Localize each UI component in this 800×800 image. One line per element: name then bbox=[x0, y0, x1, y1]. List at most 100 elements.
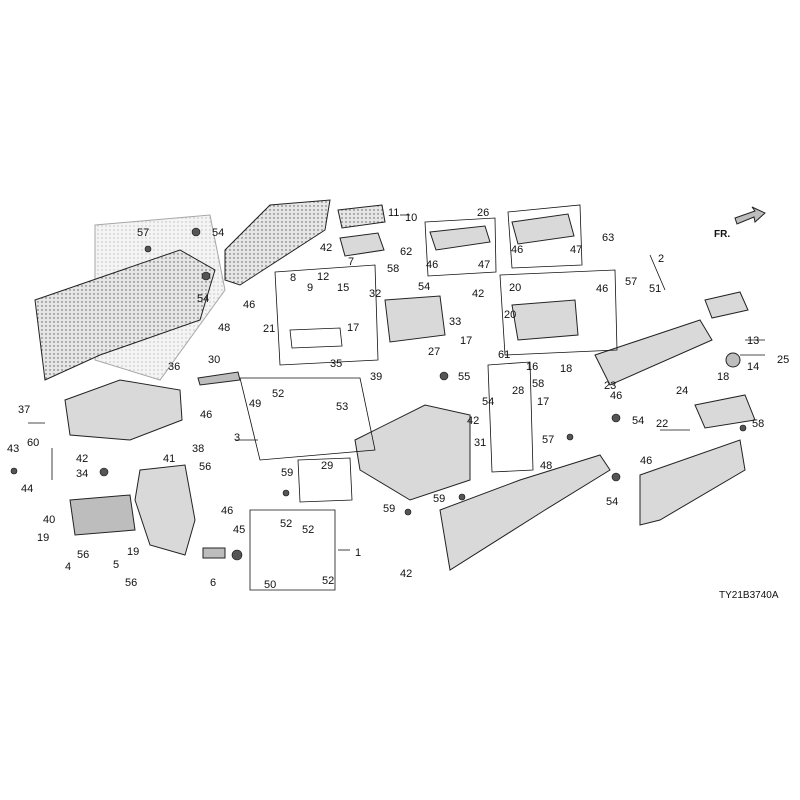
callout-number: 54 bbox=[212, 227, 224, 239]
callout-number: 27 bbox=[428, 346, 440, 358]
callout-number: 24 bbox=[676, 385, 688, 397]
right-panel-part bbox=[639, 439, 746, 526]
callout-number: 42 bbox=[467, 415, 479, 427]
pocket-part bbox=[429, 225, 491, 251]
callout-number: 2 bbox=[658, 253, 664, 265]
vent-part bbox=[69, 494, 136, 536]
switch-part bbox=[202, 547, 226, 559]
callout-number: 48 bbox=[540, 460, 552, 472]
callout-number: 45 bbox=[233, 524, 245, 536]
sheet-part bbox=[289, 327, 343, 349]
clip-icon bbox=[282, 489, 290, 497]
leader bbox=[649, 254, 666, 291]
console-body-part bbox=[354, 404, 471, 501]
callout-number: 46 bbox=[640, 455, 652, 467]
callout-number: 26 bbox=[477, 207, 489, 219]
direction-arrow-icon bbox=[734, 206, 766, 225]
pad-part bbox=[704, 291, 749, 319]
callout-number: 55 bbox=[458, 371, 470, 383]
upper-left-panel bbox=[224, 199, 331, 286]
frame-part bbox=[134, 464, 196, 556]
callout-number: 13 bbox=[747, 335, 759, 347]
callout-number: 31 bbox=[474, 437, 486, 449]
callout-number: 3 bbox=[234, 432, 240, 444]
callout-number: 17 bbox=[460, 335, 472, 347]
clip-icon bbox=[231, 549, 243, 561]
callout-number: 6 bbox=[210, 577, 216, 589]
callout-number: 10 bbox=[405, 212, 417, 224]
callout-number: 20 bbox=[504, 309, 516, 321]
callout-number: 42 bbox=[76, 453, 88, 465]
callout-number: 59 bbox=[281, 467, 293, 479]
callout-number: 52 bbox=[272, 388, 284, 400]
holder-part bbox=[384, 295, 446, 343]
lower-tray-part bbox=[694, 394, 756, 429]
callout-number: 46 bbox=[243, 299, 255, 311]
bracket-39 bbox=[274, 264, 379, 366]
callout-number: 35 bbox=[330, 358, 342, 370]
clip-icon bbox=[739, 424, 747, 432]
box-20-part bbox=[511, 299, 579, 341]
clip-icon bbox=[99, 467, 109, 477]
callout-number: 30 bbox=[208, 354, 220, 366]
tray-part bbox=[339, 232, 385, 257]
callout-number: 49 bbox=[249, 398, 261, 410]
cup-part bbox=[725, 352, 741, 368]
bracket-3 bbox=[239, 377, 376, 461]
callout-number: 18 bbox=[717, 371, 729, 383]
callout-number: 47 bbox=[570, 244, 582, 256]
callout-number: 57 bbox=[542, 434, 554, 446]
callout-number: 25 bbox=[777, 354, 789, 366]
callout-number: 38 bbox=[192, 443, 204, 455]
callout-number: 54 bbox=[482, 396, 494, 408]
callout-number: 61 bbox=[498, 349, 510, 361]
clip-icon bbox=[10, 467, 18, 475]
callout-number: 44 bbox=[21, 483, 33, 495]
callout-number: 19 bbox=[127, 546, 139, 558]
callout-number: 12 bbox=[317, 271, 329, 283]
callout-number: 8 bbox=[290, 272, 296, 284]
callout-number: 29 bbox=[321, 460, 333, 472]
clip-icon bbox=[566, 433, 574, 441]
callout-number: 21 bbox=[263, 323, 275, 335]
callout-number: 42 bbox=[472, 288, 484, 300]
clip-icon bbox=[611, 413, 621, 423]
callout-number: 20 bbox=[509, 282, 521, 294]
callout-number: 43 bbox=[7, 443, 19, 455]
callout-number: 9 bbox=[307, 282, 313, 294]
callout-number: 46 bbox=[200, 409, 212, 421]
callout-number: 56 bbox=[77, 549, 89, 561]
callout-number: 63 bbox=[602, 232, 614, 244]
side-panel-part bbox=[439, 454, 611, 571]
upper-trim-part bbox=[594, 319, 713, 386]
callout-number: 48 bbox=[218, 322, 230, 334]
callout-number: 52 bbox=[280, 518, 292, 530]
callout-number: 59 bbox=[383, 503, 395, 515]
callout-number: 52 bbox=[322, 575, 334, 587]
callout-number: 16 bbox=[526, 361, 538, 373]
callout-number: 42 bbox=[320, 242, 332, 254]
callout-number: 47 bbox=[478, 259, 490, 271]
callout-number: 33 bbox=[449, 316, 461, 328]
callout-number: 37 bbox=[18, 404, 30, 416]
callout-number: 58 bbox=[532, 378, 544, 390]
callout-number: 58 bbox=[752, 418, 764, 430]
callout-number: 46 bbox=[426, 259, 438, 271]
callout-number: 56 bbox=[199, 461, 211, 473]
callout-number: 28 bbox=[512, 385, 524, 397]
clip-icon bbox=[458, 493, 466, 501]
callout-number: 18 bbox=[560, 363, 572, 375]
callout-number: 60 bbox=[27, 437, 39, 449]
callout-number: 34 bbox=[76, 468, 88, 480]
callout-number: 40 bbox=[43, 514, 55, 526]
callout-number: 41 bbox=[163, 453, 175, 465]
callout-number: 14 bbox=[747, 361, 759, 373]
callout-number: 11 bbox=[388, 207, 399, 219]
callout-number: 58 bbox=[387, 263, 399, 275]
left-side-panel bbox=[34, 249, 216, 381]
callout-number: 7 bbox=[348, 256, 354, 268]
callout-number: 52 bbox=[302, 524, 314, 536]
callout-number: 46 bbox=[610, 390, 622, 402]
